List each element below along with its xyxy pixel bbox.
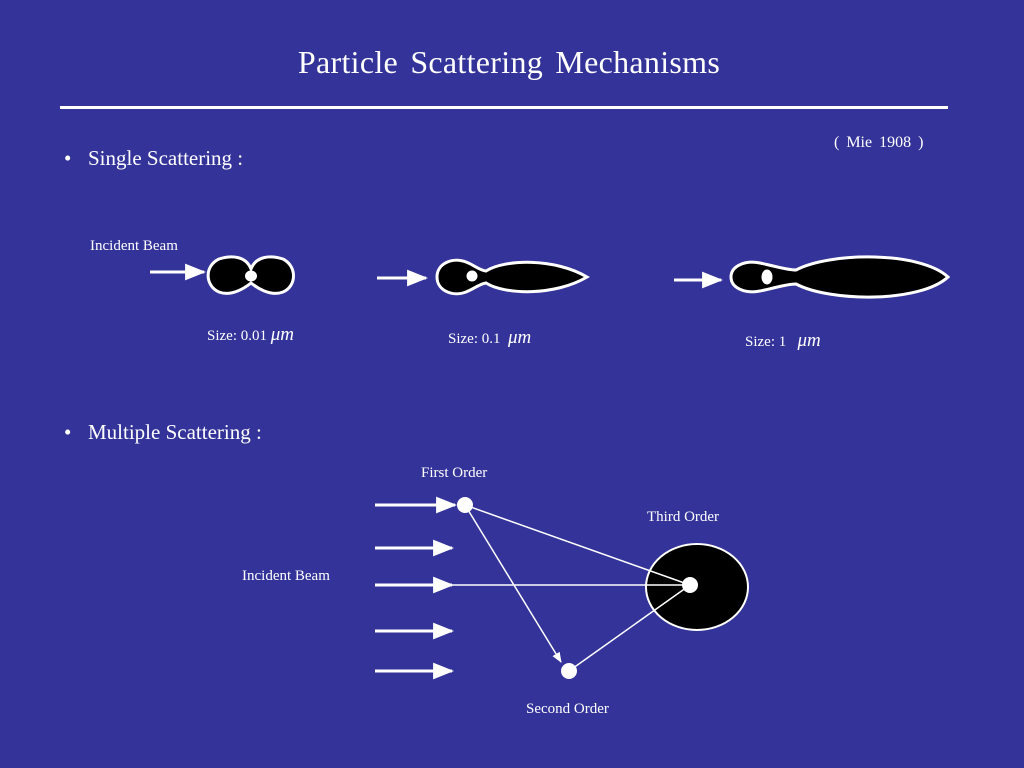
first-order-particle: [457, 497, 473, 513]
bullet-dot: •: [64, 146, 72, 170]
second-order-particle: [561, 663, 577, 679]
size-medium-prefix: Size: 0.1: [448, 331, 501, 347]
third-order-particle: [682, 577, 698, 593]
size-label-large: Size: 1 μm: [745, 330, 821, 352]
scatter-pattern-medium: [435, 258, 590, 296]
path-first-to-third: [464, 504, 691, 586]
particle-small: [245, 270, 257, 282]
third-order-label: Third Order: [647, 509, 720, 525]
size-medium-unit: μm: [508, 327, 532, 348]
path-second-to-third: [568, 584, 691, 672]
size-label-medium: Size: 0.1 μm: [448, 327, 531, 349]
multiple-incident-beam-label: Incident Beam: [242, 568, 330, 584]
title-divider: [60, 106, 948, 109]
single-scattering-bullet: • Single Scattering :: [64, 146, 243, 171]
multiple-scattering-heading: Multiple Scattering :: [88, 420, 262, 444]
size-large-prefix: Size: 1: [745, 334, 787, 350]
first-order-label: First Order: [421, 465, 488, 481]
bullet-dot: •: [64, 420, 72, 444]
size-small-unit: μm: [270, 324, 295, 345]
multiple-scattering-bullet: • Multiple Scattering :: [64, 420, 262, 445]
size-large-unit: μm: [797, 330, 821, 351]
size-small-prefix: Size: 0.01: [207, 328, 267, 344]
single-incident-beam-label: Incident Beam: [90, 238, 178, 254]
path-first-to-second: [464, 504, 562, 663]
second-order-label: Second Order: [526, 701, 609, 717]
single-scattering-heading: Single Scattering :: [88, 146, 244, 170]
size-label-small: Size: 0.01 μm: [207, 324, 294, 346]
scatter-pattern-large: [729, 255, 951, 299]
particle-medium: [466, 270, 478, 282]
slide-title: Particle Scattering Mechanisms: [297, 44, 721, 80]
particle-large: [761, 269, 773, 285]
citation: ( Mie 1908 ): [834, 134, 924, 151]
